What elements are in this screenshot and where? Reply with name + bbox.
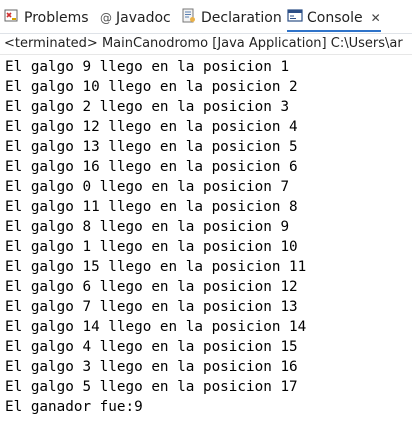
console-line: El galgo 16 llego en la posicion 6 (5, 159, 298, 175)
console-line: El galgo 10 llego en la posicion 2 (5, 79, 298, 95)
tab-javadoc-label: Javadoc (116, 10, 171, 26)
tab-console[interactable]: Console ✕ (287, 6, 381, 32)
console-line: El galgo 14 llego en la posicion 14 (5, 319, 307, 335)
tab-declaration[interactable]: Declaration (181, 6, 282, 30)
declaration-icon (181, 8, 197, 28)
problems-icon (4, 8, 20, 28)
tab-console-label: Console (307, 10, 363, 26)
console-line: El galgo 13 llego en la posicion 5 (5, 139, 298, 155)
console-line: El galgo 15 llego en la posicion 11 (5, 259, 307, 275)
console-line: El galgo 1 llego en la posicion 10 (5, 239, 298, 255)
console-status-line: <terminated> MainCanodromo [Java Applica… (0, 34, 412, 54)
tab-javadoc[interactable]: @ Javadoc (100, 6, 171, 30)
tab-problems[interactable]: Problems (4, 6, 89, 30)
divider (0, 54, 412, 55)
tab-declaration-label: Declaration (201, 10, 282, 26)
console-line: El galgo 2 llego en la posicion 3 (5, 99, 290, 115)
javadoc-at-icon: @ (100, 11, 112, 25)
console-icon (287, 8, 303, 28)
console-line: El galgo 12 llego en la posicion 4 (5, 119, 298, 135)
console-line: El galgo 3 llego en la posicion 16 (5, 359, 298, 375)
console-line: El galgo 8 llego en la posicion 9 (5, 219, 290, 235)
console-line: El galgo 4 llego en la posicion 15 (5, 339, 298, 355)
console-output[interactable]: El galgo 9 llego en la posicion 1 El galg… (0, 55, 412, 441)
close-icon[interactable]: ✕ (370, 11, 381, 25)
console-line: El galgo 6 llego en la posicion 12 (5, 279, 298, 295)
console-line: El galgo 11 llego en la posicion 8 (5, 199, 298, 215)
console-line: El galgo 7 llego en la posicion 13 (5, 299, 298, 315)
console-line: El galgo 9 llego en la posicion 1 (5, 59, 290, 75)
console-line: El ganador fue:9 (5, 399, 143, 415)
view-tab-bar: Problems @ Javadoc Declaration Console ✕ (0, 0, 412, 34)
console-line: El galgo 5 llego en la posicion 17 (5, 379, 298, 395)
tab-problems-label: Problems (24, 10, 89, 26)
console-line: El galgo 0 llego en la posicion 7 (5, 179, 290, 195)
